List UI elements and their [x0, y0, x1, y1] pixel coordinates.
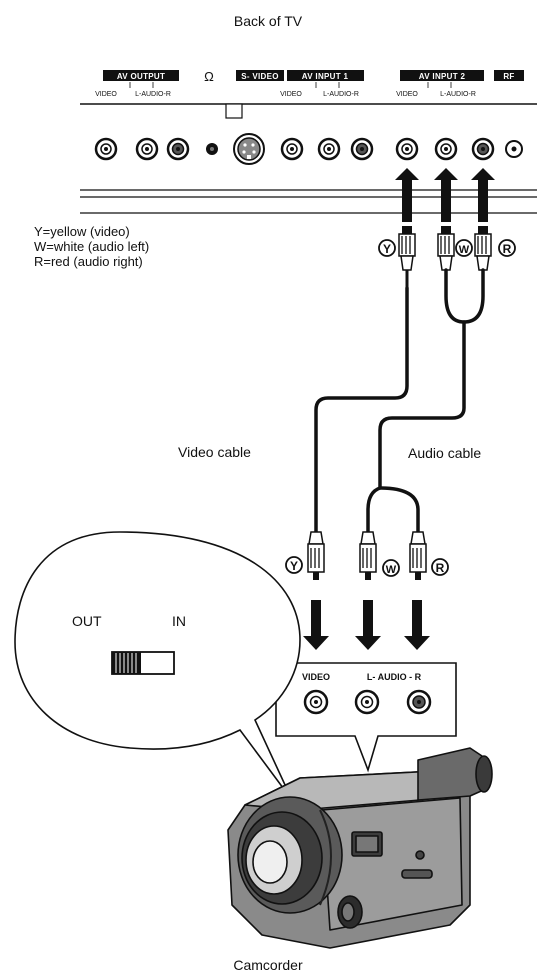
video-plug-bottom [307, 531, 325, 580]
av-input-2-audio-r-jack [471, 137, 495, 161]
diagram-title: Back of TV [234, 13, 303, 29]
plug-letter-y-top: Y [383, 242, 391, 256]
av-input-1-video-jack [280, 137, 304, 161]
plug-letter-w-bottom: W [386, 564, 397, 576]
video-plug-top [398, 226, 416, 290]
av-input-1-audio-r-jack [350, 137, 374, 161]
s-video-jack [233, 133, 265, 165]
headphone-jack [206, 143, 218, 155]
rf-label: RF [503, 72, 514, 81]
camcorder-audio-label: L- AUDIO - R [367, 672, 422, 682]
legend-line-yellow: Y=yellow (video) [34, 224, 130, 239]
av-input-1-label: AV INPUT 1 [302, 72, 349, 81]
av-output-audio-r-jack [166, 137, 190, 161]
av-output-audio-l-jack [135, 137, 159, 161]
red-plug-top [474, 226, 492, 271]
av-input-2-label: AV INPUT 2 [419, 72, 466, 81]
headphone-icon: Ω [204, 69, 214, 84]
camcorder-video-label: VIDEO [302, 672, 330, 682]
camcorder-audio-l-jack [354, 689, 380, 715]
camcorder-label: Camcorder [233, 957, 303, 973]
in2-audio-sublabel: L-AUDIO-R [440, 91, 476, 98]
audio-cable-label: Audio cable [408, 445, 481, 461]
switch-out-label: OUT [72, 613, 102, 629]
switch-callout: OUT IN [14, 531, 301, 801]
audio-cable-trunk [378, 320, 466, 490]
camcorder-video-jack [303, 689, 329, 715]
tv-arrows [395, 168, 495, 222]
video-cable-label: Video cable [178, 444, 251, 460]
legend-line-white: W=white (audio left) [34, 239, 149, 254]
cables [314, 268, 485, 534]
out-audio-sublabel: L-AUDIO-R [135, 91, 171, 98]
camcorder-illustration [227, 747, 493, 949]
camcorder-jack-panel: VIDEO L- AUDIO - R [275, 662, 457, 773]
legend-line-red: R=red (audio right) [34, 254, 143, 269]
plug-letter-r-top: R [503, 242, 512, 256]
av-output-video-jack [94, 137, 118, 161]
in1-video-sublabel: VIDEO [280, 91, 302, 98]
switch-in-label: IN [172, 613, 186, 629]
tv-back-panel: AV OUTPUT Ω S- VIDEO AV INPUT 1 AV INPUT… [80, 69, 537, 214]
legend: Y=yellow (video) W=white (audio left) R=… [34, 224, 149, 269]
camcorder-side-plugs: Y W R [285, 531, 449, 580]
white-plug-bottom [359, 531, 377, 580]
in2-video-sublabel: VIDEO [396, 91, 418, 98]
tv-side-plugs: Y W R [378, 226, 516, 290]
camcorder-audio-r-jack [406, 689, 432, 715]
av-input-2-audio-l-jack [434, 137, 458, 161]
av-input-2-video-jack [395, 137, 419, 161]
input-switch [111, 651, 175, 675]
out-video-sublabel: VIDEO [95, 91, 117, 98]
av-output-label: AV OUTPUT [117, 72, 165, 81]
plug-letter-w-top: W [459, 244, 470, 256]
av-input-1-audio-l-jack [317, 137, 341, 161]
in1-audio-sublabel: L-AUDIO-R [323, 91, 359, 98]
audio-cable-top-split [444, 268, 485, 324]
plug-letter-r-bottom: R [436, 561, 445, 575]
plug-letter-y-bottom: Y [290, 559, 298, 573]
white-plug-top [437, 226, 455, 271]
audio-cable-bottom-split [366, 486, 420, 534]
red-plug-bottom [409, 531, 427, 580]
s-video-label: S- VIDEO [241, 72, 279, 81]
rf-jack [505, 140, 523, 158]
video-cable [314, 286, 409, 534]
camcorder-arrows [303, 600, 430, 650]
